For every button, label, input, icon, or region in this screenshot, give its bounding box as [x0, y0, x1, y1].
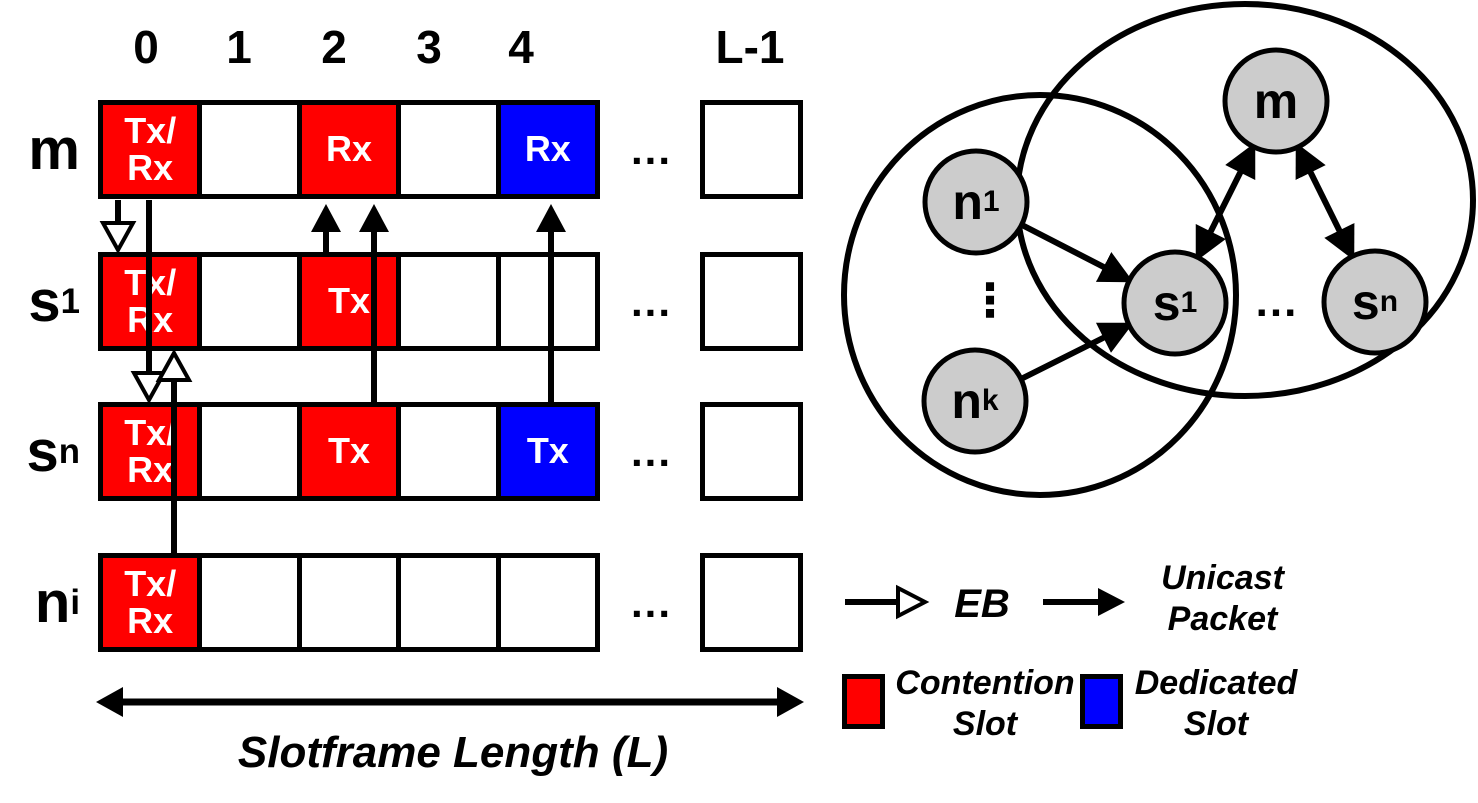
topology-vertical-ellipsis: ⋮ [967, 274, 1013, 326]
slotframe-length-arrow [96, 687, 804, 717]
node-label-base: s [1351, 274, 1380, 330]
slot-header-1: 1 [226, 21, 252, 73]
unicast-legend-arrow [1043, 588, 1125, 616]
slot-cell: Tx [301, 257, 402, 346]
slot-header-3: 3 [416, 21, 442, 73]
slot-cell [202, 558, 302, 647]
row-gap-ellipsis: ... [630, 125, 672, 173]
slot-cell: Tx [301, 407, 402, 496]
slot-cell: Rx [500, 105, 596, 194]
slot-cell [401, 105, 501, 194]
slot-cell-L1 [700, 100, 803, 199]
slot-cell [401, 407, 501, 496]
row-label-m: m [0, 100, 80, 199]
slot-cell: Rx [301, 105, 402, 194]
slotframe-length-label: Slotframe Length (L) [237, 728, 669, 777]
slot-cell [401, 558, 501, 647]
row-label-base: s [26, 419, 59, 484]
node-label-base: m [1253, 73, 1299, 129]
row-gap-ellipsis: ... [630, 277, 672, 325]
slot-cell [500, 257, 596, 346]
row-gap-ellipsis: ... [630, 427, 672, 475]
unicast-legend-label: Unicast Packet [1161, 559, 1284, 639]
contention-slot-label: Contention Slot [895, 664, 1075, 744]
dedicated-slot-label: Dedicated Slot [1134, 664, 1298, 744]
slot-cell: Tx [500, 407, 596, 496]
slot-cell [202, 407, 302, 496]
node-label-base: n [952, 174, 983, 230]
slot-cell-L1 [700, 252, 803, 351]
slotframe-row-m: Tx/ Rx Rx Rx [98, 100, 600, 199]
row-label-base: n [34, 570, 71, 635]
radio-range-circle-right [1014, 1, 1476, 399]
slot-cell: Tx/ Rx [103, 105, 203, 194]
slot-cell: Tx/ Rx [103, 257, 203, 346]
topology-horizontal-ellipsis: ... [1255, 277, 1299, 326]
dedicated-slot-swatch [1080, 674, 1123, 729]
contention-slot-swatch [842, 674, 885, 729]
slot-header-L1: L-1 [715, 21, 785, 73]
row-gap-ellipsis: ... [630, 578, 672, 626]
link-m-sn [1295, 142, 1355, 261]
slot-cell [401, 257, 501, 346]
link-nk-s1 [1019, 322, 1134, 382]
slot-cell-L1 [700, 553, 803, 652]
slot-cell [202, 257, 302, 346]
row-label-base: m [28, 117, 80, 182]
slot-header-4: 4 [508, 21, 534, 73]
node-label-base: n [951, 373, 982, 429]
node-label-base: s [1152, 275, 1181, 331]
link-n1-s1 [1020, 222, 1134, 283]
slot-cell [301, 558, 402, 647]
slotframe-row-sn: Tx/ Rx Tx Tx [98, 402, 600, 501]
slot-cell: Tx/ Rx [103, 407, 203, 496]
slot-header-2: 2 [321, 21, 347, 73]
row-label-base: s [28, 269, 61, 334]
slot-cell-L1 [700, 402, 803, 501]
unicast-arrow-s1-to-m [311, 204, 341, 252]
slotframe-row-ni: Tx/ Rx [98, 553, 600, 652]
slotframe-row-s1: Tx/ Rx Tx [98, 252, 600, 351]
eb-legend-arrow [845, 584, 930, 620]
slot-cell [500, 558, 596, 647]
node-label-m: m [1216, 66, 1336, 136]
slot-header-0: 0 [133, 21, 159, 73]
eb-legend-label: EB [954, 582, 1010, 626]
slot-cell: Tx/ Rx [103, 558, 203, 647]
link-m-s1 [1195, 142, 1256, 262]
eb-arrow-m-to-s1 [99, 200, 137, 255]
slot-cell [202, 105, 302, 194]
